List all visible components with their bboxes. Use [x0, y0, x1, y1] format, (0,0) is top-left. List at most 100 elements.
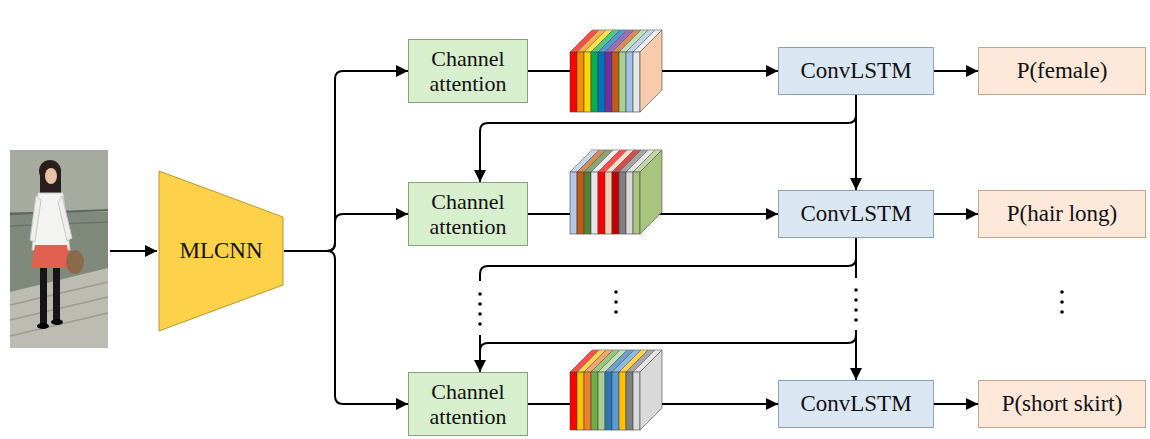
ellipsis-dots [478, 288, 1064, 326]
node-label: ConvLSTM [800, 58, 911, 84]
output-box: P(short skirt) [978, 380, 1146, 428]
slab-front [612, 52, 619, 112]
connector-arrow [934, 403, 978, 405]
slab-front [626, 52, 633, 112]
feedback-line [479, 335, 481, 343]
slab-front [577, 172, 584, 234]
node-label: Channel attention [415, 46, 521, 97]
connector-arrow [855, 238, 857, 380]
dot [854, 318, 858, 322]
node-label: P(hair long) [1007, 201, 1118, 227]
lstm-cell: ConvLSTM [778, 47, 934, 95]
node-label: MLCNN [179, 238, 262, 264]
photo-bag [66, 250, 84, 274]
slab-front [612, 372, 619, 430]
trapezoid-outline [159, 171, 283, 331]
slab-front [570, 52, 577, 112]
photo-skirt [31, 245, 71, 268]
slab-front [584, 52, 591, 112]
slab-front [598, 52, 605, 112]
dot [1060, 300, 1064, 304]
slab-front [626, 172, 633, 234]
photo-arm [58, 196, 72, 241]
slab-front [591, 372, 598, 430]
gap-mask [849, 278, 863, 330]
attention-box: Channel attention [408, 39, 528, 103]
node-label: Channel attention [415, 189, 521, 240]
slab-front [619, 372, 626, 430]
slab-front [598, 372, 605, 430]
slab-front [633, 172, 640, 234]
node-label: P(female) [1017, 58, 1108, 84]
dot [854, 308, 858, 312]
dot [478, 322, 482, 326]
slab-front [591, 52, 598, 112]
photo-floor [10, 268, 108, 348]
feature-cube [570, 150, 662, 234]
slab-front [605, 52, 612, 112]
dot [478, 302, 482, 306]
output-box: P(hair long) [978, 190, 1146, 238]
connector-arrow [855, 95, 857, 190]
slab-front [577, 52, 584, 112]
node-label: ConvLSTM [800, 391, 911, 417]
attention-box: Channel attention [408, 182, 528, 246]
photo-shoe [51, 319, 63, 325]
slab-front [619, 172, 626, 234]
dot [614, 290, 618, 294]
photo-leg [40, 268, 47, 324]
slab-front [591, 172, 598, 234]
dot [478, 312, 482, 316]
slab-front [612, 172, 619, 234]
photo-leg [53, 268, 60, 320]
connector-arrow [934, 213, 978, 215]
slab-front [584, 372, 591, 430]
connector-arrow [284, 214, 408, 251]
slab-front [598, 172, 605, 234]
input-arrow [110, 250, 157, 252]
connector-arrow [480, 95, 856, 182]
dot [854, 298, 858, 302]
network-block: MLCNN [158, 170, 284, 332]
slab-front [584, 172, 591, 234]
photo-arm [30, 196, 41, 242]
dot [854, 288, 858, 292]
node-label: P(short skirt) [1002, 391, 1123, 417]
feature-maps [570, 30, 662, 430]
photo-face [45, 168, 57, 184]
dot [1060, 310, 1064, 314]
lstm-cell: ConvLSTM [778, 190, 934, 238]
slab-front [619, 52, 626, 112]
node-label: ConvLSTM [800, 201, 911, 227]
dot [614, 300, 618, 304]
connector-arrow [934, 70, 978, 72]
photo-shoe [37, 323, 49, 329]
slab-front [605, 372, 612, 430]
slab-front [626, 372, 633, 430]
feature-cube [570, 30, 662, 112]
slab-front [570, 372, 577, 430]
feedback-line [855, 330, 857, 343]
slab-front [570, 172, 577, 234]
node-label: Channel attention [415, 379, 521, 430]
photo-background [10, 150, 108, 348]
feedback-line [480, 332, 856, 356]
attention-box: Channel attention [408, 372, 528, 436]
connector-arrow [284, 71, 408, 251]
connector-arrow [284, 251, 408, 404]
slab-side [640, 30, 662, 112]
dot [478, 292, 482, 296]
slab-front [633, 52, 640, 112]
slab-side [640, 350, 662, 430]
slab-front [633, 372, 640, 430]
slab-front [605, 172, 612, 234]
dot [614, 310, 618, 314]
connector-arrow [480, 238, 856, 372]
feature-cube [570, 350, 662, 430]
gap-mask [473, 281, 487, 335]
lstm-cell: ConvLSTM [778, 380, 934, 428]
output-box: P(female) [978, 47, 1146, 95]
slab-side [640, 150, 662, 234]
